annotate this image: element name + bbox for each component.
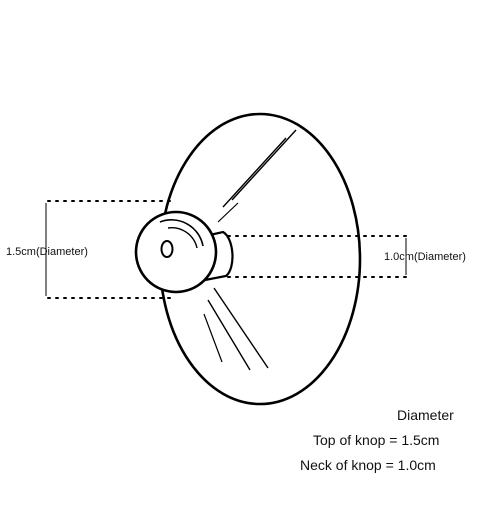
neck-diameter-label: 1.0cm(Diameter)	[384, 251, 466, 263]
knob-cap	[134, 210, 218, 294]
disc-highlight	[213, 287, 269, 369]
disc-highlight	[203, 313, 223, 363]
dimension-neck-diameter: 1.0cm(Diameter)	[227, 235, 466, 278]
disc-highlight	[217, 202, 239, 223]
legend: Diameter Top of knop = 1.5cm Neck of kno…	[300, 407, 454, 473]
suction-cup-disc	[158, 112, 362, 406]
disc-highlight	[231, 129, 297, 201]
knob-cap-highlight	[159, 219, 204, 247]
disc-highlight	[207, 299, 251, 371]
knob	[134, 210, 234, 294]
knob-cap-highlight	[167, 227, 198, 249]
disc-highlight	[222, 137, 287, 208]
knob-center-hole	[160, 240, 174, 258]
legend-neck-of-knop: Neck of knop = 1.0cm	[300, 457, 436, 473]
top-diameter-label: 1.5cm(Diameter)	[6, 246, 88, 258]
legend-heading: Diameter	[397, 407, 454, 423]
legend-top-of-knop: Top of knop = 1.5cm	[313, 432, 439, 448]
dimension-top-diameter: 1.5cm(Diameter)	[6, 200, 177, 299]
